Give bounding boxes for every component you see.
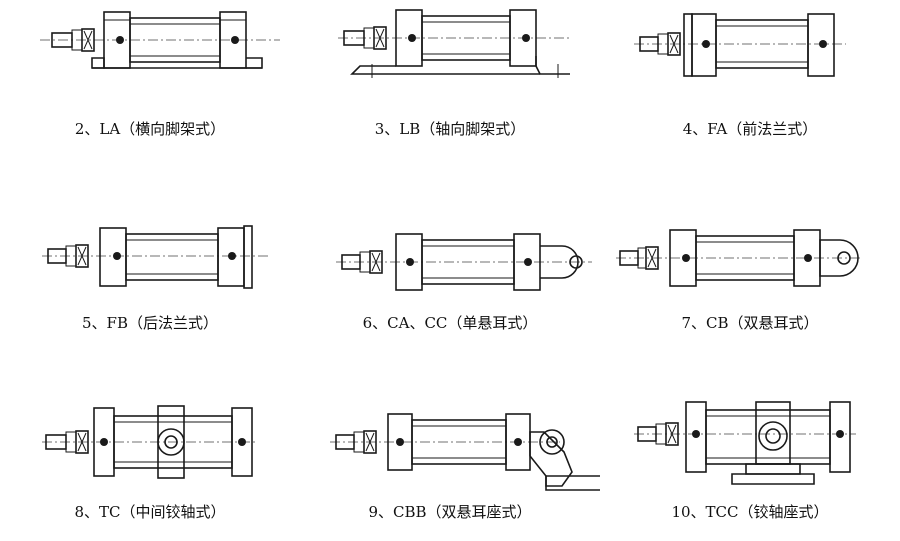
cylinder-fa-drawing xyxy=(634,13,846,77)
caption-tc: 8、TC（中间铰轴式） xyxy=(74,503,226,521)
cylinder-cb: 7、CB（双悬耳式） xyxy=(600,180,900,360)
caption-ca-cc: 6、CA、CC（单悬耳式） xyxy=(362,314,538,332)
cylinder-la-drawing xyxy=(40,11,280,69)
cylinder-cbb: 9、CBB（双悬耳座式） xyxy=(300,360,600,540)
cylinder-tcc-drawing xyxy=(634,401,856,485)
cylinder-ca-cc-drawing xyxy=(336,233,592,291)
cylinder-ca-cc: 6、CA、CC（单悬耳式） xyxy=(300,180,600,360)
cylinder-tc: 8、TC（中间铰轴式） xyxy=(0,360,300,540)
caption-cbb: 9、CBB（双悬耳座式） xyxy=(368,503,532,521)
caption-la: 2、LA（横向脚架式） xyxy=(74,120,226,138)
cylinder-lb-drawing xyxy=(338,9,570,78)
cylinder-tcc: 10、TCC（铰轴座式） xyxy=(600,360,900,540)
caption-cb: 7、CB（双悬耳式） xyxy=(681,314,819,332)
cylinder-fa: 4、FA（前法兰式） xyxy=(600,0,900,180)
cylinder-tc-drawing xyxy=(42,405,258,479)
caption-fb: 5、FB（后法兰式） xyxy=(82,314,218,332)
caption-fa: 4、FA（前法兰式） xyxy=(682,120,818,138)
cylinder-cb-drawing xyxy=(616,229,862,287)
caption-lb: 3、LB（轴向脚架式） xyxy=(374,120,526,138)
cylinder-fb-drawing xyxy=(42,225,270,289)
cylinder-lb: 3、LB（轴向脚架式） xyxy=(300,0,600,180)
caption-tcc: 10、TCC（铰轴座式） xyxy=(671,503,829,521)
cylinder-fb: 5、FB（后法兰式） xyxy=(0,180,300,360)
cylinder-cbb-drawing xyxy=(330,413,600,491)
cylinder-la: 2、LA（横向脚架式） xyxy=(0,0,300,180)
